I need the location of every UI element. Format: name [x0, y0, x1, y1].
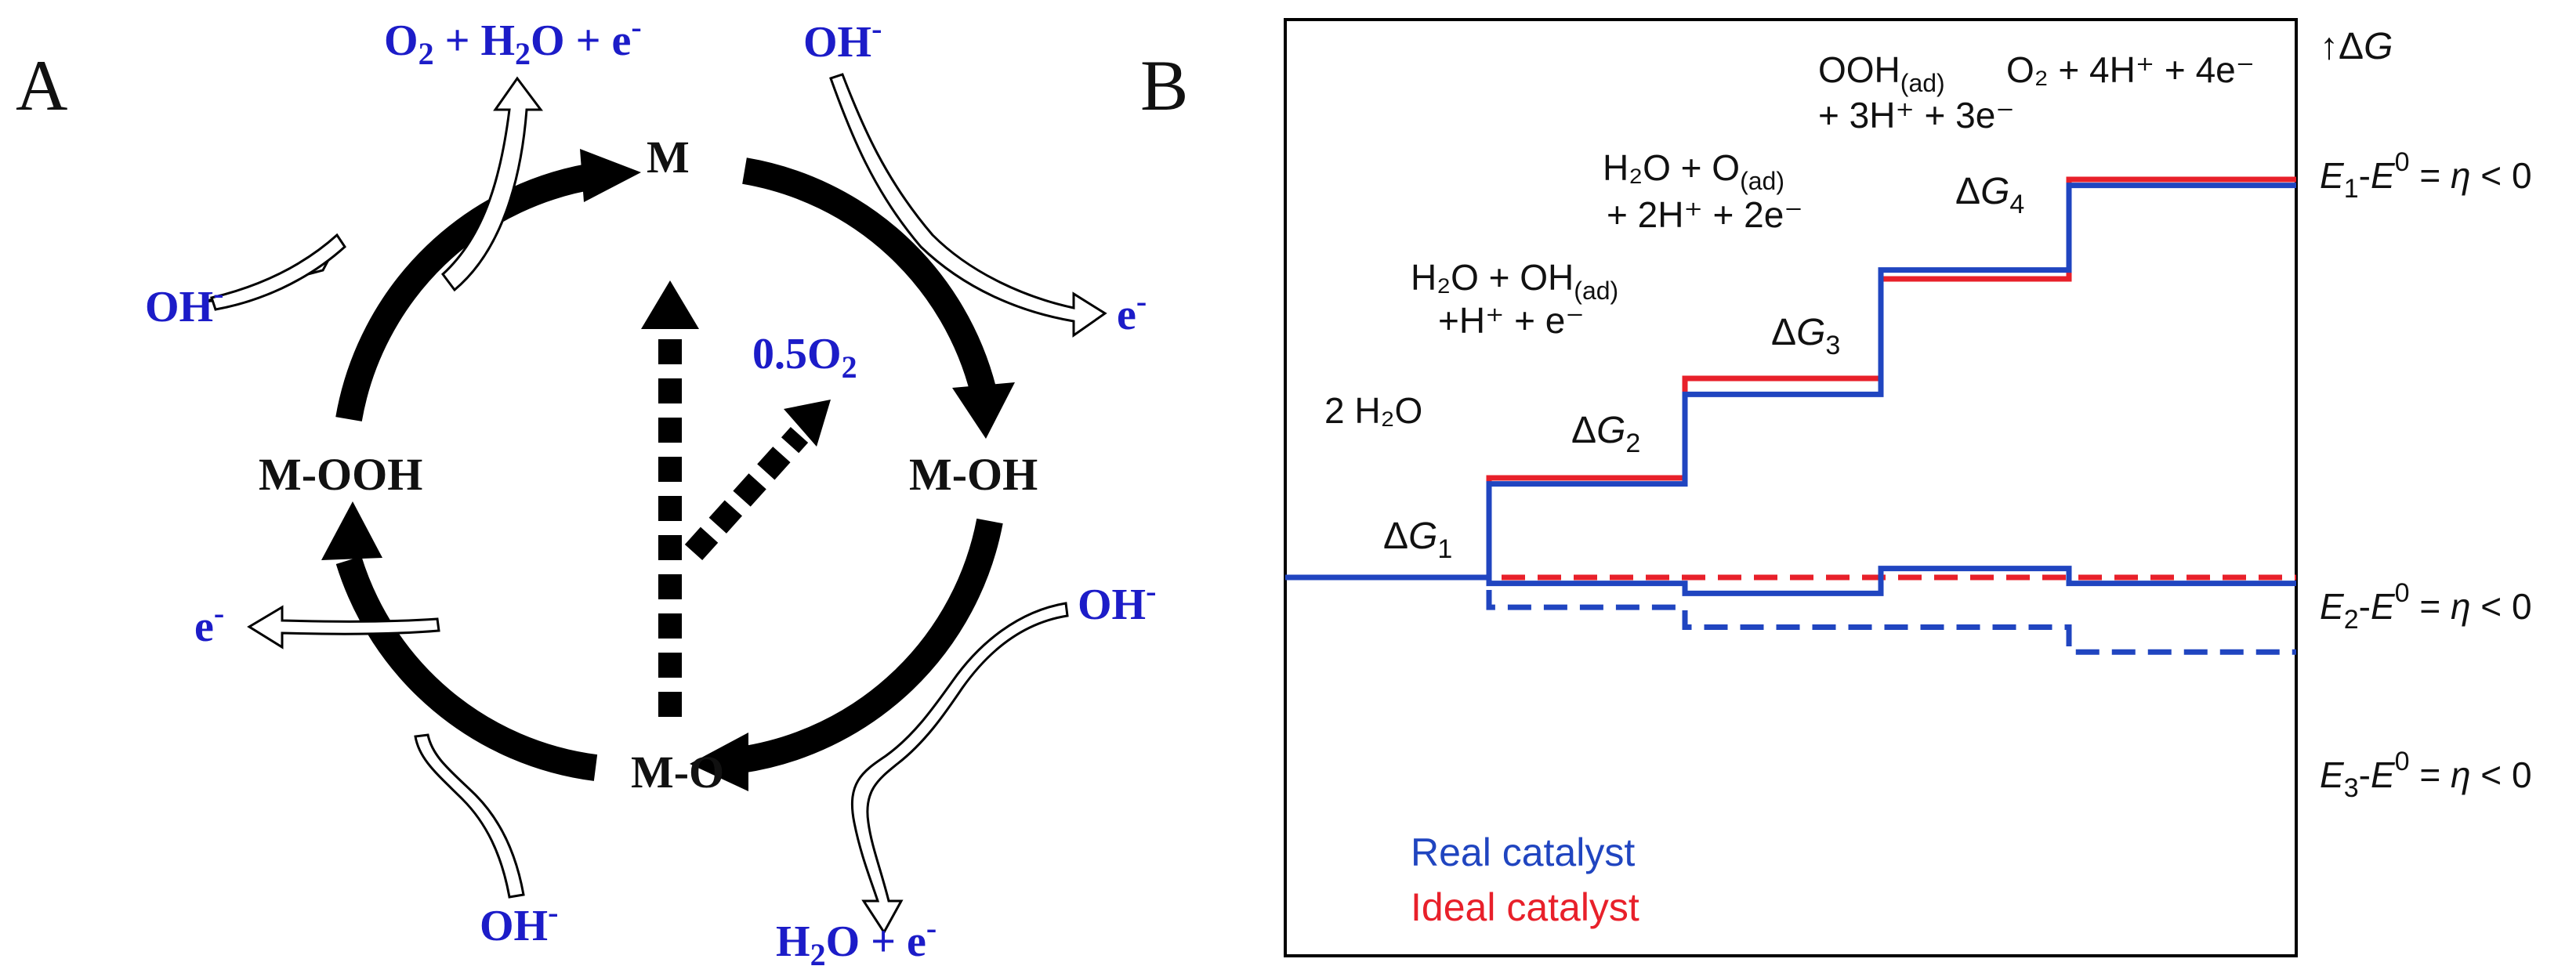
cycle-arrow-moh-to-mo	[738, 518, 1003, 773]
panel-a-letter: A	[16, 45, 67, 125]
hollow-arrow-bottom-left	[414, 733, 525, 899]
direct-route-diagonal-arrowhead	[784, 400, 831, 447]
cycle-arrowhead-3	[690, 733, 748, 791]
state-label-oh-line2: +H⁺ + e⁻	[1438, 300, 1585, 341]
cycle-arrow-m-to-moh	[742, 157, 997, 396]
potential-e3-label: E3-E0 = η < 0	[2320, 747, 2532, 803]
hollow-arrow-top-left	[440, 76, 543, 292]
state-label-ooh-line1: OOH(ad)	[1818, 49, 1945, 97]
legend-ideal-catalyst: Ideal catalyst	[1411, 885, 1639, 929]
delta-g3-label: ΔG3	[1771, 312, 1840, 360]
legend-real-catalyst: Real catalyst	[1411, 830, 1635, 874]
series-real-catalyst-e1-solid	[1285, 183, 2296, 581]
species-0-5-o2: 0.5O2	[752, 330, 857, 385]
node-m-o: M-O	[631, 747, 724, 798]
catalytic-cycle: M M-OH M-O M-OOH O2 + H2O + e- OH- OH- e…	[145, 9, 1156, 966]
state-label-2h2o: 2 H₂O	[1324, 390, 1422, 431]
delta-g-axis-label: ↑ΔG	[2320, 26, 2393, 67]
node-m-oh: M-OH	[909, 449, 1038, 500]
cycle-arrow-mo-to-mooh	[335, 555, 598, 781]
species-oh-top-right: OH-	[803, 11, 882, 67]
species-oh-left: OH-	[145, 276, 223, 331]
species-e-left-lower: e-	[194, 595, 224, 651]
cycle-arrowhead-4	[321, 501, 382, 560]
species-o2-h2o-e: O2 + H2O + e-	[384, 9, 642, 71]
state-label-oh-line1: H₂O + OH(ad)	[1411, 257, 1618, 305]
delta-g4-label: ΔG4	[1955, 171, 2024, 219]
state-label-o2: O₂ + 4H⁺ + 4e⁻	[2006, 49, 2255, 90]
potential-e1-label: E1-E0 = η < 0	[2320, 147, 2532, 204]
series-real-catalyst-e2-solid	[1285, 566, 2296, 596]
node-m-ooh: M-OOH	[259, 449, 422, 500]
state-label-ooh-line2: + 3H⁺ + 3e⁻	[1818, 95, 2015, 136]
state-label-o-line2: + 2H⁺ + 2e⁻	[1607, 194, 1803, 235]
potential-e2-label: E2-E0 = η < 0	[2320, 578, 2532, 635]
panel-b-letter: B	[1140, 45, 1188, 125]
plot-frame	[1284, 18, 2298, 957]
energy-profile-series	[1285, 176, 2296, 655]
direct-route-diagonal	[684, 426, 809, 561]
hollow-arrow-right-lower	[850, 602, 1069, 935]
cycle-arrowhead-2	[952, 382, 1015, 439]
cycle-arrow-mooh-to-m	[335, 161, 606, 421]
species-oh-bottom-left: OH-	[480, 895, 558, 950]
species-oh-right-lower: OH-	[1078, 573, 1156, 629]
series-real-catalyst-e3-dashed	[1285, 574, 2296, 655]
direct-route-arrowhead	[641, 280, 699, 329]
state-label-o-line1: H₂O + O(ad)	[1603, 147, 1784, 195]
species-e-right: e-	[1117, 284, 1147, 339]
species-h2o-e-bottom-right: H2O + e-	[776, 910, 937, 966]
hollow-arrow-left-lower	[247, 605, 440, 649]
node-m: M	[647, 132, 690, 183]
delta-g2-label: ΔG2	[1571, 410, 1640, 458]
cycle-arrowhead-1	[580, 149, 641, 202]
delta-g1-label: ΔG1	[1383, 516, 1452, 564]
hollow-arrow-top-right	[829, 73, 1107, 338]
hollow-arrow-left-in	[210, 233, 346, 311]
